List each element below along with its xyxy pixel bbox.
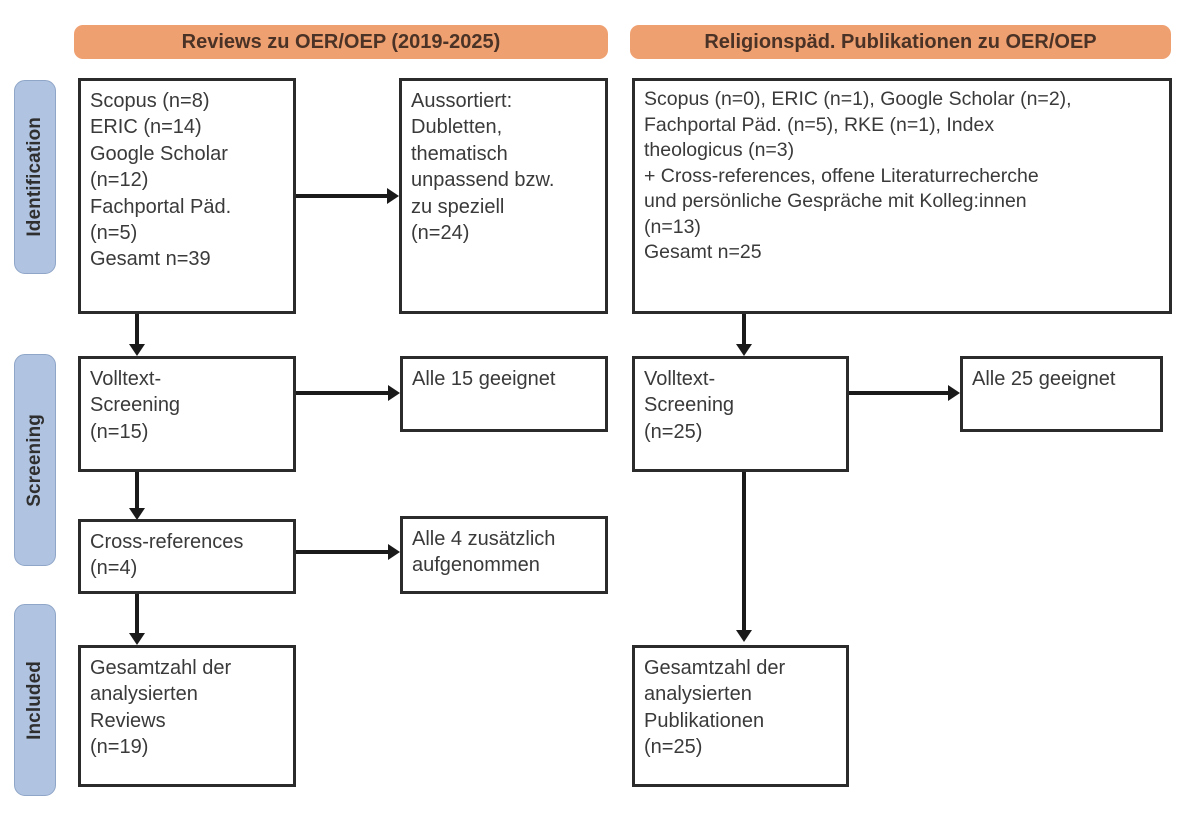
arrowhead-left-sources-to-fulltext xyxy=(129,344,145,356)
stage-label-included: Included xyxy=(14,604,56,796)
arrowhead-right-fulltext-to-included xyxy=(736,630,752,642)
box-right-included-total: Gesamtzahl der analysierten Publikatione… xyxy=(632,645,849,787)
box-left-identification-excluded: Aussortiert: Dubletten, thematisch unpas… xyxy=(399,78,608,314)
arrowhead-left-fulltext-to-crossrefs xyxy=(129,508,145,520)
connector-left-sources-to-fulltext xyxy=(135,314,139,346)
arrowhead-right-fulltext-to-result xyxy=(948,385,960,401)
box-left-included-total: Gesamtzahl der analysierten Reviews (n=1… xyxy=(78,645,296,787)
stage-label-screening: Screening xyxy=(14,354,56,566)
connector-right-fulltext-to-result xyxy=(849,391,949,395)
box-right-screening-fulltext-result: Alle 25 geeignet xyxy=(960,356,1163,432)
stage-label-screening-text: Screening xyxy=(24,413,45,507)
box-left-screening-fulltext-result: Alle 15 geeignet xyxy=(400,356,608,432)
connector-left-crossrefs-to-included xyxy=(135,594,139,635)
connector-right-fulltext-to-included xyxy=(742,472,746,632)
column-header-religionspaed: Religionspäd. Publikationen zu OER/OEP xyxy=(630,25,1171,59)
connector-right-sources-to-fulltext xyxy=(742,314,746,346)
box-right-screening-fulltext: Volltext- Screening (n=25) xyxy=(632,356,849,472)
box-left-identification-sources: Scopus (n=8) ERIC (n=14) Google Scholar … xyxy=(78,78,296,314)
connector-left-sources-to-excluded xyxy=(296,194,388,198)
column-header-reviews: Reviews zu OER/OEP (2019-2025) xyxy=(74,25,608,59)
connector-left-crossrefs-to-result xyxy=(296,550,389,554)
box-left-screening-fulltext: Volltext- Screening (n=15) xyxy=(78,356,296,472)
stage-label-identification-text: Identification xyxy=(24,117,45,237)
stage-label-identification: Identification xyxy=(14,80,56,274)
arrowhead-left-crossrefs-to-included xyxy=(129,633,145,645)
arrowhead-left-crossrefs-to-result xyxy=(388,544,400,560)
arrowhead-right-sources-to-fulltext xyxy=(736,344,752,356)
stage-label-included-text: Included xyxy=(24,660,45,740)
connector-left-fulltext-to-result xyxy=(296,391,389,395)
arrowhead-left-sources-to-excluded xyxy=(387,188,399,204)
box-left-screening-crossrefs: Cross-references (n=4) xyxy=(78,519,296,594)
connector-left-fulltext-to-crossrefs xyxy=(135,472,139,510)
box-right-identification-sources: Scopus (n=0), ERIC (n=1), Google Scholar… xyxy=(632,78,1172,314)
box-left-screening-crossrefs-result: Alle 4 zusätzlich aufgenommen xyxy=(400,516,608,594)
arrowhead-left-fulltext-to-result xyxy=(388,385,400,401)
